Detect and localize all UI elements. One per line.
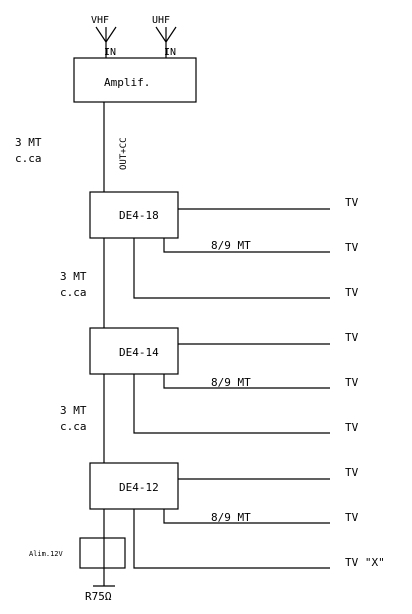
amplifier-label: Amplif. <box>104 76 150 89</box>
vhf-antenna-icon <box>95 26 117 58</box>
tap-label: DE4-14 <box>119 346 159 359</box>
tap-output-line <box>133 238 330 299</box>
tap-box <box>89 191 179 239</box>
cable-note-type: c.ca <box>15 152 42 165</box>
branch-note: 8/9 MT <box>211 376 251 389</box>
branch-note: 8/9 MT <box>211 239 251 252</box>
cable-note-length: 3 MT <box>60 270 87 283</box>
tap-output-line <box>163 374 330 389</box>
amplifier-output-label: OUT+CC <box>119 137 129 170</box>
tv-label: TV <box>345 196 359 209</box>
tv-label: TV <box>345 466 359 479</box>
amplifier-box <box>73 57 197 103</box>
cable-note-type: c.ca <box>60 420 87 433</box>
tap-label: DE4-18 <box>119 209 159 222</box>
tap-output-line <box>133 374 330 434</box>
branch-note: 8/9 MT <box>211 511 251 524</box>
tv-label: TV <box>345 241 359 254</box>
cable-note-type: c.ca <box>60 286 87 299</box>
power-supply-box <box>79 537 126 569</box>
tv-label: TV <box>345 286 359 299</box>
uhf-input-label: IN <box>164 47 176 58</box>
vhf-label: VHF <box>91 15 109 26</box>
vhf-input-label: IN <box>104 47 116 58</box>
tv-label: TV <box>345 421 359 434</box>
tv-label: TV <box>345 331 359 344</box>
tap-output-line <box>133 509 330 569</box>
terminator-label: R75Ω <box>85 590 112 603</box>
tap-output-line <box>163 509 330 524</box>
tap-label: DE4-12 <box>119 481 159 494</box>
cable-note-length: 3 MT <box>60 404 87 417</box>
tap-output-line <box>163 238 330 253</box>
tv-x-label: TV "X" <box>345 556 385 569</box>
uhf-label: UHF <box>152 15 170 26</box>
power-supply-label: Alim.12V <box>29 550 64 558</box>
tv-label: TV <box>345 511 359 524</box>
tv-label: TV <box>345 376 359 389</box>
uhf-antenna-icon <box>155 26 177 58</box>
cable-note-length: 3 MT <box>15 136 42 149</box>
